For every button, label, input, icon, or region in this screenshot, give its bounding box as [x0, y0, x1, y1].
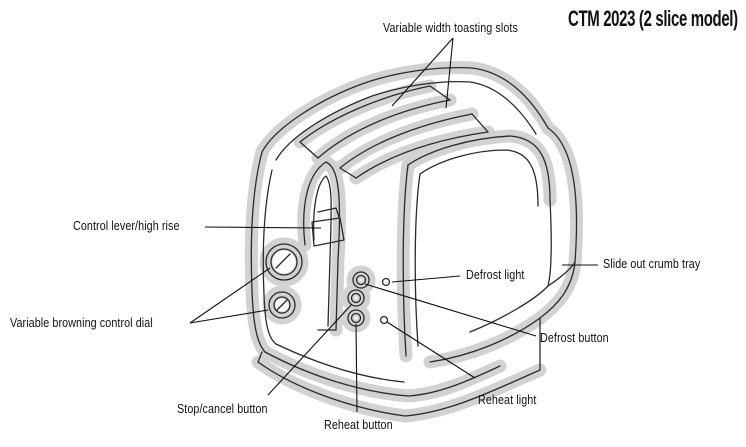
- label-defrost-light: Defrost light: [466, 268, 525, 282]
- leader-defrost-button: [364, 283, 537, 337]
- label-dial: Variable browning control dial: [10, 316, 153, 330]
- label-defrost-button: Defrost button: [540, 331, 609, 345]
- stop-button-shape[interactable]: [347, 289, 365, 307]
- label-slots: Variable width toasting slots: [383, 21, 518, 35]
- label-crumb-tray: Slide out crumb tray: [603, 257, 701, 271]
- model-title: CTM 2023 (2 slice model): [568, 6, 738, 31]
- leader-lines: [189, 37, 598, 413]
- leader-reheat-light: [386, 321, 476, 379]
- label-stop-button: Stop/cancel button: [177, 402, 268, 416]
- label-lever: Control lever/high rise: [73, 219, 180, 233]
- leader-dial-lower: [189, 309, 269, 324]
- defrost-light-shape: [381, 277, 391, 287]
- label-reheat-button: Reheat button: [324, 418, 393, 432]
- browning-dial-upper[interactable]: [265, 243, 303, 281]
- browning-dial-lower[interactable]: [268, 291, 296, 319]
- leader-dial-upper: [189, 267, 271, 324]
- leader-slots-right: [445, 37, 454, 109]
- reheat-light-shape: [379, 315, 389, 325]
- leader-stop-button: [267, 303, 353, 396]
- defrost-button-shape[interactable]: [352, 271, 370, 289]
- leader-slots-left: [391, 37, 454, 107]
- toaster-halo: [244, 61, 584, 423]
- leader-lever: [204, 226, 322, 229]
- toaster-outline: [250, 67, 578, 417]
- leader-reheat-button: [355, 323, 358, 413]
- label-reheat-light: Reheat light: [478, 393, 537, 407]
- lever-handle: [311, 217, 345, 247]
- leader-defrost-light: [391, 275, 461, 283]
- slot-left-edge: [299, 85, 431, 143]
